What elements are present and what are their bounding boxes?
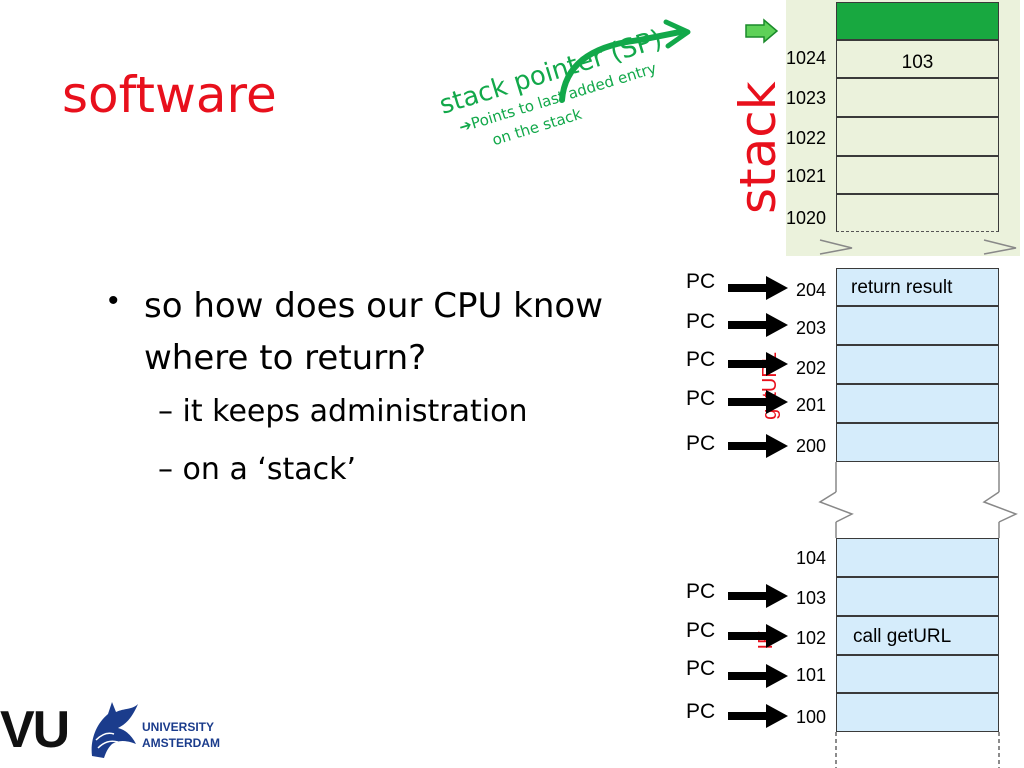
- pc-arrow-icon: [728, 624, 788, 648]
- curved-arrow-icon: [559, 19, 691, 103]
- pc-arrows-geturl: [728, 276, 788, 458]
- stack-addr-1020: 1020: [786, 208, 827, 228]
- code-addr-202: 202: [796, 358, 827, 378]
- stack-cell-1022: [836, 117, 999, 156]
- code-addr-104: 104: [796, 548, 827, 568]
- sub-bullet-administration: – it keeps administration: [158, 394, 528, 429]
- pc-label: PC: [686, 310, 716, 333]
- code-cell-103: [836, 577, 999, 616]
- code-addr-101: 101: [796, 665, 827, 685]
- pc-arrow-icon: [728, 584, 788, 608]
- stack-addr-1023: 1023: [786, 88, 827, 108]
- pc-arrows-ie: [728, 584, 788, 728]
- code-cell-102: call getURL: [836, 616, 999, 655]
- code-addr-103: 103: [796, 588, 827, 608]
- stack-addr-1024: 1024: [786, 48, 827, 68]
- pc-label: PC: [686, 270, 716, 293]
- code-addr-200: 200: [796, 436, 827, 456]
- stack-cell-1020: [836, 194, 999, 232]
- code-cell-201: [836, 384, 999, 423]
- bullet-main: so how does our CPU know where to return…: [144, 286, 604, 378]
- logo-line2: AMSTERDAM: [142, 736, 220, 750]
- vu-logo-mark: VU: [0, 701, 70, 759]
- code-cell-value: call getURL: [853, 626, 952, 647]
- code-addr-201: 201: [796, 395, 827, 415]
- pc-label: PC: [686, 348, 716, 371]
- pc-label: PC: [686, 387, 716, 410]
- code-cell-204: return result: [836, 268, 999, 306]
- sp-arrow-icon: [745, 18, 779, 44]
- stack-addr-1022: 1022: [786, 128, 827, 148]
- pc-arrow-icon: [728, 313, 788, 337]
- stack-cell-value: 103: [901, 52, 934, 73]
- stack-cell-1024: 103: [836, 40, 999, 78]
- pc-arrow-icon: [728, 704, 788, 728]
- sub-bullet-stack: – on a ‘stack’: [158, 452, 357, 487]
- pc-label: PC: [686, 619, 716, 642]
- stack-label: stack: [729, 81, 787, 214]
- code-addr-204: 204: [796, 280, 827, 300]
- pc-arrow-icon: [728, 276, 788, 300]
- code-cell-value: return result: [851, 277, 953, 298]
- slide-title: software: [62, 66, 277, 124]
- code-cell-203: [836, 306, 999, 345]
- code-addr-203: 203: [796, 318, 827, 338]
- code-cell-202: [836, 345, 999, 384]
- memory-break-lines: [818, 239, 1018, 768]
- pc-label: PC: [686, 657, 716, 680]
- pc-arrow-icon: [728, 352, 788, 376]
- pc-arrow-icon: [728, 664, 788, 688]
- code-addr-100: 100: [796, 707, 827, 727]
- pc-arrow-icon: [728, 434, 788, 458]
- code-cell-101: [836, 655, 999, 693]
- bullet-dot: •: [108, 284, 119, 317]
- code-cell-104: [836, 538, 999, 577]
- stack-cell-top: [836, 2, 999, 40]
- code-cell-100: [836, 693, 999, 732]
- pc-label: PC: [686, 580, 716, 603]
- code-addr-102: 102: [796, 628, 827, 648]
- griffin-icon: [91, 702, 138, 758]
- stack-cell-1023: [836, 78, 999, 117]
- stack-cell-1021: [836, 156, 999, 194]
- pc-label: PC: [686, 700, 716, 723]
- logo-line1: UNIVERSITY: [142, 720, 215, 734]
- stack-addr-1021: 1021: [786, 166, 827, 186]
- code-cell-200: [836, 423, 999, 462]
- pc-label: PC: [686, 432, 716, 455]
- pc-arrow-icon: [728, 390, 788, 414]
